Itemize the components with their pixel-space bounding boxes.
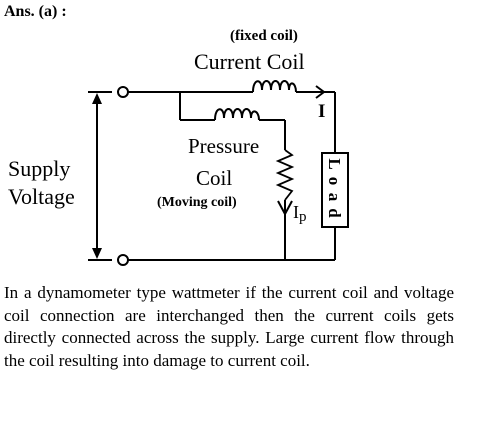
current-symbol: I (318, 101, 325, 122)
supply-label-line2: Voltage (8, 184, 75, 209)
pressure-coil-label-line2: Coil (196, 166, 232, 190)
wattmeter-circuit-diagram: (fixed coil) Current Coil I Pressure Coi… (8, 28, 349, 266)
load-letter-1: L (325, 158, 344, 169)
current-coil-label: Current Coil (194, 49, 305, 74)
voltage-arrow-down-icon (92, 248, 102, 259)
load-box (321, 152, 349, 228)
load-letter-3: a (325, 193, 344, 202)
current-direction-arrow-icon (315, 85, 326, 99)
bottom-terminal-icon (117, 254, 129, 266)
explanation-paragraph: In a dynamometer type wattmeter if the c… (4, 283, 454, 370)
load-letter-4: d (325, 208, 344, 218)
pressure-coil-label-line1: Pressure (188, 134, 259, 158)
load-letter-2: o (325, 177, 344, 186)
moving-coil-label: (Moving coil) (157, 195, 237, 210)
moving-coil-spring-icon (275, 149, 295, 201)
top-terminal-icon (117, 86, 129, 98)
pressure-current-arrow-icon (277, 200, 293, 217)
pressure-current-symbol: Ip (293, 202, 307, 225)
voltage-arrow-up-icon (92, 93, 102, 104)
pressure-coil-inductor-icon (214, 108, 260, 121)
answer-label: Ans. (a) : (4, 3, 67, 20)
fixed-coil-label: (fixed coil) (230, 28, 298, 44)
current-coil-inductor-icon (252, 80, 297, 93)
supply-label-line1: Supply (8, 156, 70, 181)
